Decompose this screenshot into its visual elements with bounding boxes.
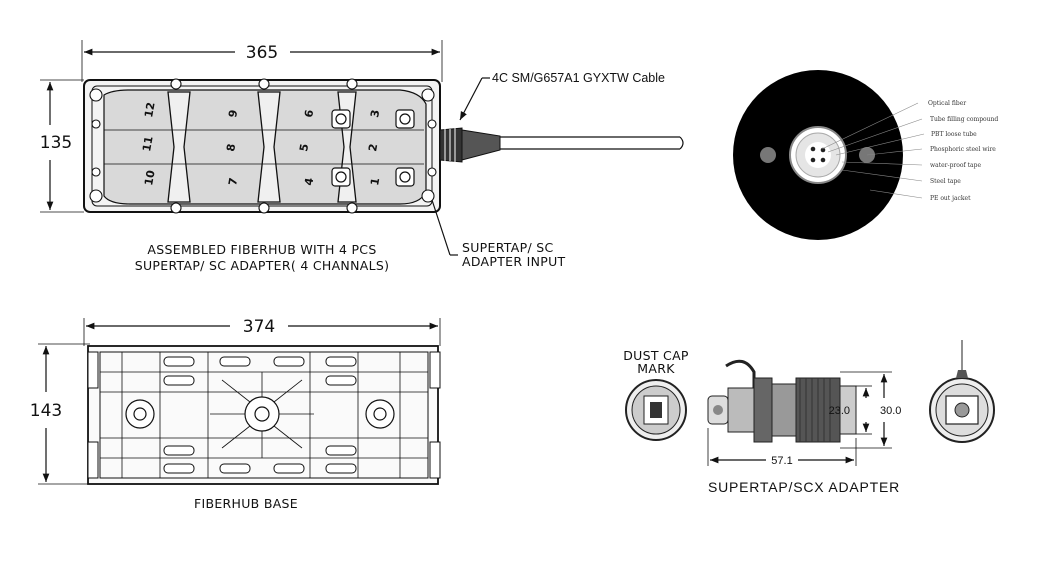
cable-cross-section: Optical fiber Tube filling compound PBT … xyxy=(733,70,998,240)
width-dim-label: 365 xyxy=(246,43,278,63)
adapter-input-callout: SUPERTAP/ SC ADAPTER INPUT xyxy=(431,199,566,269)
base-mounting-bosses xyxy=(125,396,395,432)
height-dimension-135: 135 xyxy=(40,79,84,213)
width-dimension-365: 365 xyxy=(81,40,443,82)
base-caption: FIBERHUB BASE xyxy=(194,496,298,511)
port-number-6: 6 xyxy=(302,108,316,118)
legend-tube-filling: Tube filling compound xyxy=(930,116,998,123)
adapter-front xyxy=(929,340,995,443)
port-number-9: 9 xyxy=(226,109,240,119)
dim-inner-label: 23.0 xyxy=(829,405,850,417)
adapter-input-label-line2: ADAPTER INPUT xyxy=(462,254,566,269)
legend-steel-tape: Steel tape xyxy=(930,178,961,185)
assembled-caption-line1: ASSEMBLED FIBERHUB WITH 4 PCS xyxy=(147,242,376,257)
cable-gland xyxy=(439,127,684,163)
base-height-label: 143 xyxy=(30,401,62,421)
adapter-caption: SUPERTAP/SCX ADAPTER xyxy=(708,479,900,495)
height-dim-label: 135 xyxy=(40,133,72,153)
fiberhub-housing: 12 11 10 9 8 7 6 5 4 3 2 1 xyxy=(83,78,441,214)
adapter-dimensions: 23.0 30.0 57.1 xyxy=(707,371,901,467)
legend-waterproof-tape: water-proof tape xyxy=(930,162,981,169)
dust-cap-label-line1: DUST CAP xyxy=(623,348,689,363)
port-number-5: 5 xyxy=(297,143,311,153)
legend-pbt-tube: PBT loose tube xyxy=(931,131,977,138)
port-number-7: 7 xyxy=(226,177,240,187)
cable-label: 4C SM/G657A1 GYXTW Cable xyxy=(492,71,665,85)
assembled-fiberhub-view: 365 135 xyxy=(40,40,684,273)
dust-cap-label-line2: MARK xyxy=(637,361,675,376)
port-number-12: 12 xyxy=(142,101,157,118)
width-dimension-374: 374 xyxy=(83,317,441,346)
port-number-11: 11 xyxy=(140,135,155,152)
port-number-10: 10 xyxy=(142,169,158,187)
assembled-caption-line2: SUPERTAP/ SC ADAPTER( 4 CHANNALS) xyxy=(135,258,390,273)
fiberhub-base-view: 374 143 xyxy=(30,317,441,511)
legend-steel-wire: Phosphoric steel wire xyxy=(930,146,996,153)
adapter-input-label-line1: SUPERTAP/ SC xyxy=(462,240,554,255)
dust-cap-front xyxy=(625,379,687,441)
dim-length-label: 57.1 xyxy=(771,455,792,467)
port-number-4: 4 xyxy=(302,176,316,186)
legend-optical-fiber: Optical fiber xyxy=(928,100,966,107)
supertap-ports xyxy=(331,109,415,187)
adapter-side-profile xyxy=(707,359,857,443)
cross-section-legend: Optical fiber Tube filling compound PBT … xyxy=(928,100,998,202)
dim-outer-label: 30.0 xyxy=(880,405,901,417)
base-width-label: 374 xyxy=(243,317,275,337)
port-number-8: 8 xyxy=(224,143,238,153)
legend-pe-jacket: PE out jacket xyxy=(930,195,971,202)
cable-callout: 4C SM/G657A1 GYXTW Cable xyxy=(459,71,665,121)
port-number-1: 1 xyxy=(368,177,382,187)
supertap-adapter-view: DUST CAP MARK xyxy=(623,340,995,495)
port-number-2: 2 xyxy=(366,143,380,153)
height-dimension-143: 143 xyxy=(30,343,90,485)
port-number-3: 3 xyxy=(368,109,382,119)
